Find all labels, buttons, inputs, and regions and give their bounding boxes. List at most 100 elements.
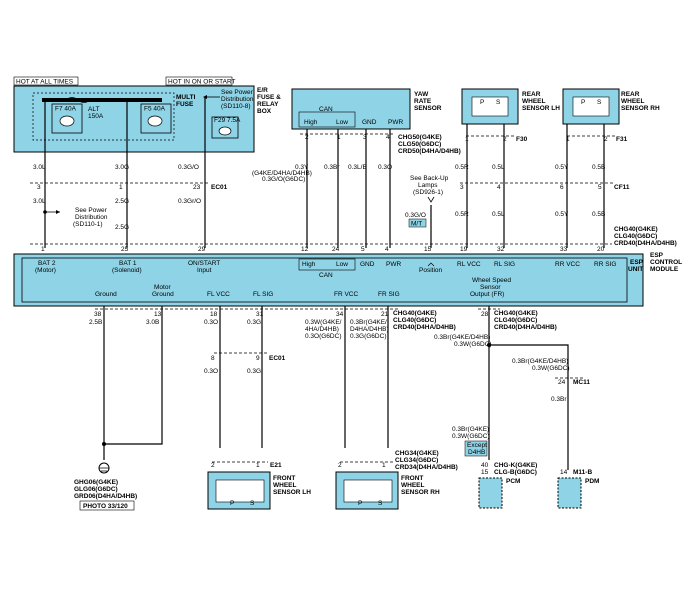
hot-in-on-start-frame: [165, 76, 233, 86]
yaw-pin-1: 1: [337, 134, 341, 141]
fuse-f5-icon: [147, 115, 163, 127]
esp-label: BAT 2: [38, 260, 56, 267]
front-lh-title-3: SENSOR LH: [273, 489, 311, 496]
wire-label: 2.5G: [115, 224, 129, 231]
ground-connector-2: GLG06(G6DC): [74, 486, 118, 493]
fr-sensor-connector-3: CRD34(D4HA/D4HB): [395, 464, 458, 471]
esp-pin: 19: [460, 246, 468, 253]
wire-label: 3.0L: [33, 164, 46, 171]
yaw-pin-4: 4: [386, 134, 390, 141]
pdm-label: PDM: [585, 478, 599, 485]
backup-label-2: Lamps: [418, 182, 438, 189]
wire-label: 0.3G(G6DC): [350, 333, 386, 340]
front-rh-s: S: [378, 500, 383, 507]
alt-rating: 150A: [88, 113, 104, 120]
wire-label: 0.5L: [492, 164, 505, 171]
esp-pin: 4: [385, 246, 389, 253]
esp-pin: 5: [361, 246, 365, 253]
front-rh-title-2: WHEEL: [401, 482, 425, 489]
alt-fuse-link: [65, 97, 91, 103]
esp-label: RL VCC: [457, 261, 481, 268]
esp-pin: 12: [301, 246, 309, 253]
position-icon: [427, 262, 435, 267]
front-rh-title-3: SENSOR RH: [401, 489, 440, 496]
wire-label: 0.3O(G6DC): [305, 333, 341, 340]
wire-label: 0.3O: [378, 164, 392, 171]
multi-fuse-label: MULTI: [176, 94, 196, 101]
esp-label: Sensor: [480, 284, 501, 291]
wire-label: 0.5B: [592, 211, 605, 218]
wire-label: 0.3W(G6DC): [532, 365, 570, 372]
see-power-mid: See Power: [75, 207, 108, 214]
esp-label: RR VCC: [555, 261, 580, 268]
esp-pin: 32: [497, 246, 505, 253]
esp-pin: 31: [256, 311, 264, 318]
wire-label: 0.3Br(G4KE): [452, 426, 489, 433]
esp-pin: 21: [381, 311, 389, 318]
wire-label: 0.3G/O(G6DC): [262, 176, 305, 183]
esp-label: High: [302, 261, 316, 268]
cf11-pin: 4: [497, 184, 501, 191]
rear-lh-title-3: SENSOR LH: [522, 105, 560, 112]
rear-lh-pin-2: 2: [503, 136, 507, 143]
fuse-f7-icon: [59, 115, 75, 127]
rear-lh-p: P: [480, 99, 484, 106]
pcm-pin: 15: [481, 469, 489, 476]
esp-top-connector-2: CLG40(G6DC): [614, 233, 657, 240]
except-label: Except: [467, 442, 487, 449]
rear-lh-element: [471, 96, 509, 117]
yaw-title-2: RATE: [414, 98, 432, 105]
front-rh-element: [343, 479, 393, 503]
hot-at-all-times-frame: [13, 76, 79, 86]
fr-pin: 1: [382, 462, 386, 469]
fuse-f7: [51, 103, 83, 134]
front-rh-title: FRONT: [401, 475, 423, 482]
multi-fuse-label-2: FUSE: [176, 101, 194, 108]
wire-label: 0.5R: [455, 164, 469, 171]
wire-label: 0.5Y: [555, 211, 569, 218]
pdm-connector: M11-B: [573, 469, 592, 476]
esp-label: (Solenoid): [112, 267, 142, 274]
pdm-pin: 14: [560, 469, 568, 476]
pcm-pin: 40: [481, 462, 489, 469]
wire-label: 0.5L: [492, 211, 505, 218]
e21-connector: E21: [270, 462, 282, 469]
ws-connector-3: CRD40(D4HA/D4HB): [494, 324, 557, 331]
except-label-2: D4HB: [468, 449, 485, 456]
esp-title-2: CONTROL: [650, 259, 682, 266]
esp-pin: 25: [121, 246, 129, 253]
pcm-connector-2: CLG-B(G6DC): [494, 469, 537, 476]
esp-label: CAN: [319, 272, 333, 279]
esp-label: Output (FR): [470, 291, 504, 298]
wire-label: 3.0L: [33, 198, 46, 205]
esp-label: RR SIG: [594, 261, 616, 268]
splice-dot: [487, 343, 491, 347]
rear-lh-connector: F30: [516, 136, 528, 143]
mc11-connector: MC11: [573, 379, 590, 386]
except-tag: [464, 440, 488, 457]
wire-label: 0.5B: [592, 164, 605, 171]
ground-connector-3: GRD06(D4HA/D4HB): [74, 493, 137, 500]
wire-label: 0.3O: [204, 319, 218, 326]
alt-label: ALT: [88, 106, 99, 113]
wire-label: 4HA/D4HB): [305, 326, 339, 333]
wire-label: 0.3Br: [551, 396, 567, 403]
yaw-rate-sensor: [291, 88, 411, 130]
wire-label: 0.3W(G6DC): [454, 341, 492, 348]
ec01-pin: 3: [37, 184, 41, 191]
esp-label: (Motor): [35, 267, 56, 274]
wire-label: 0.3Gr/O: [178, 198, 201, 205]
yaw-pin-3: 3: [363, 134, 367, 141]
backup-arrow-icon: [427, 196, 435, 203]
esp-top-connector-3: CRD40(D4HA/D4HB): [614, 240, 677, 247]
arrow-right-icon: [56, 210, 60, 214]
mt-label: M/T: [411, 221, 422, 228]
yaw-high-label: High: [304, 119, 318, 126]
pdm-box: [557, 477, 582, 509]
wire-label: 3.0B: [146, 319, 159, 326]
esp-label: Low: [336, 261, 348, 268]
esp-pin: 18: [210, 311, 218, 318]
rear-rh-p: P: [581, 99, 585, 106]
pcm-connector: CHG-K(G4KE): [494, 462, 537, 469]
rear-rh-title-2: WHEEL: [621, 98, 645, 105]
